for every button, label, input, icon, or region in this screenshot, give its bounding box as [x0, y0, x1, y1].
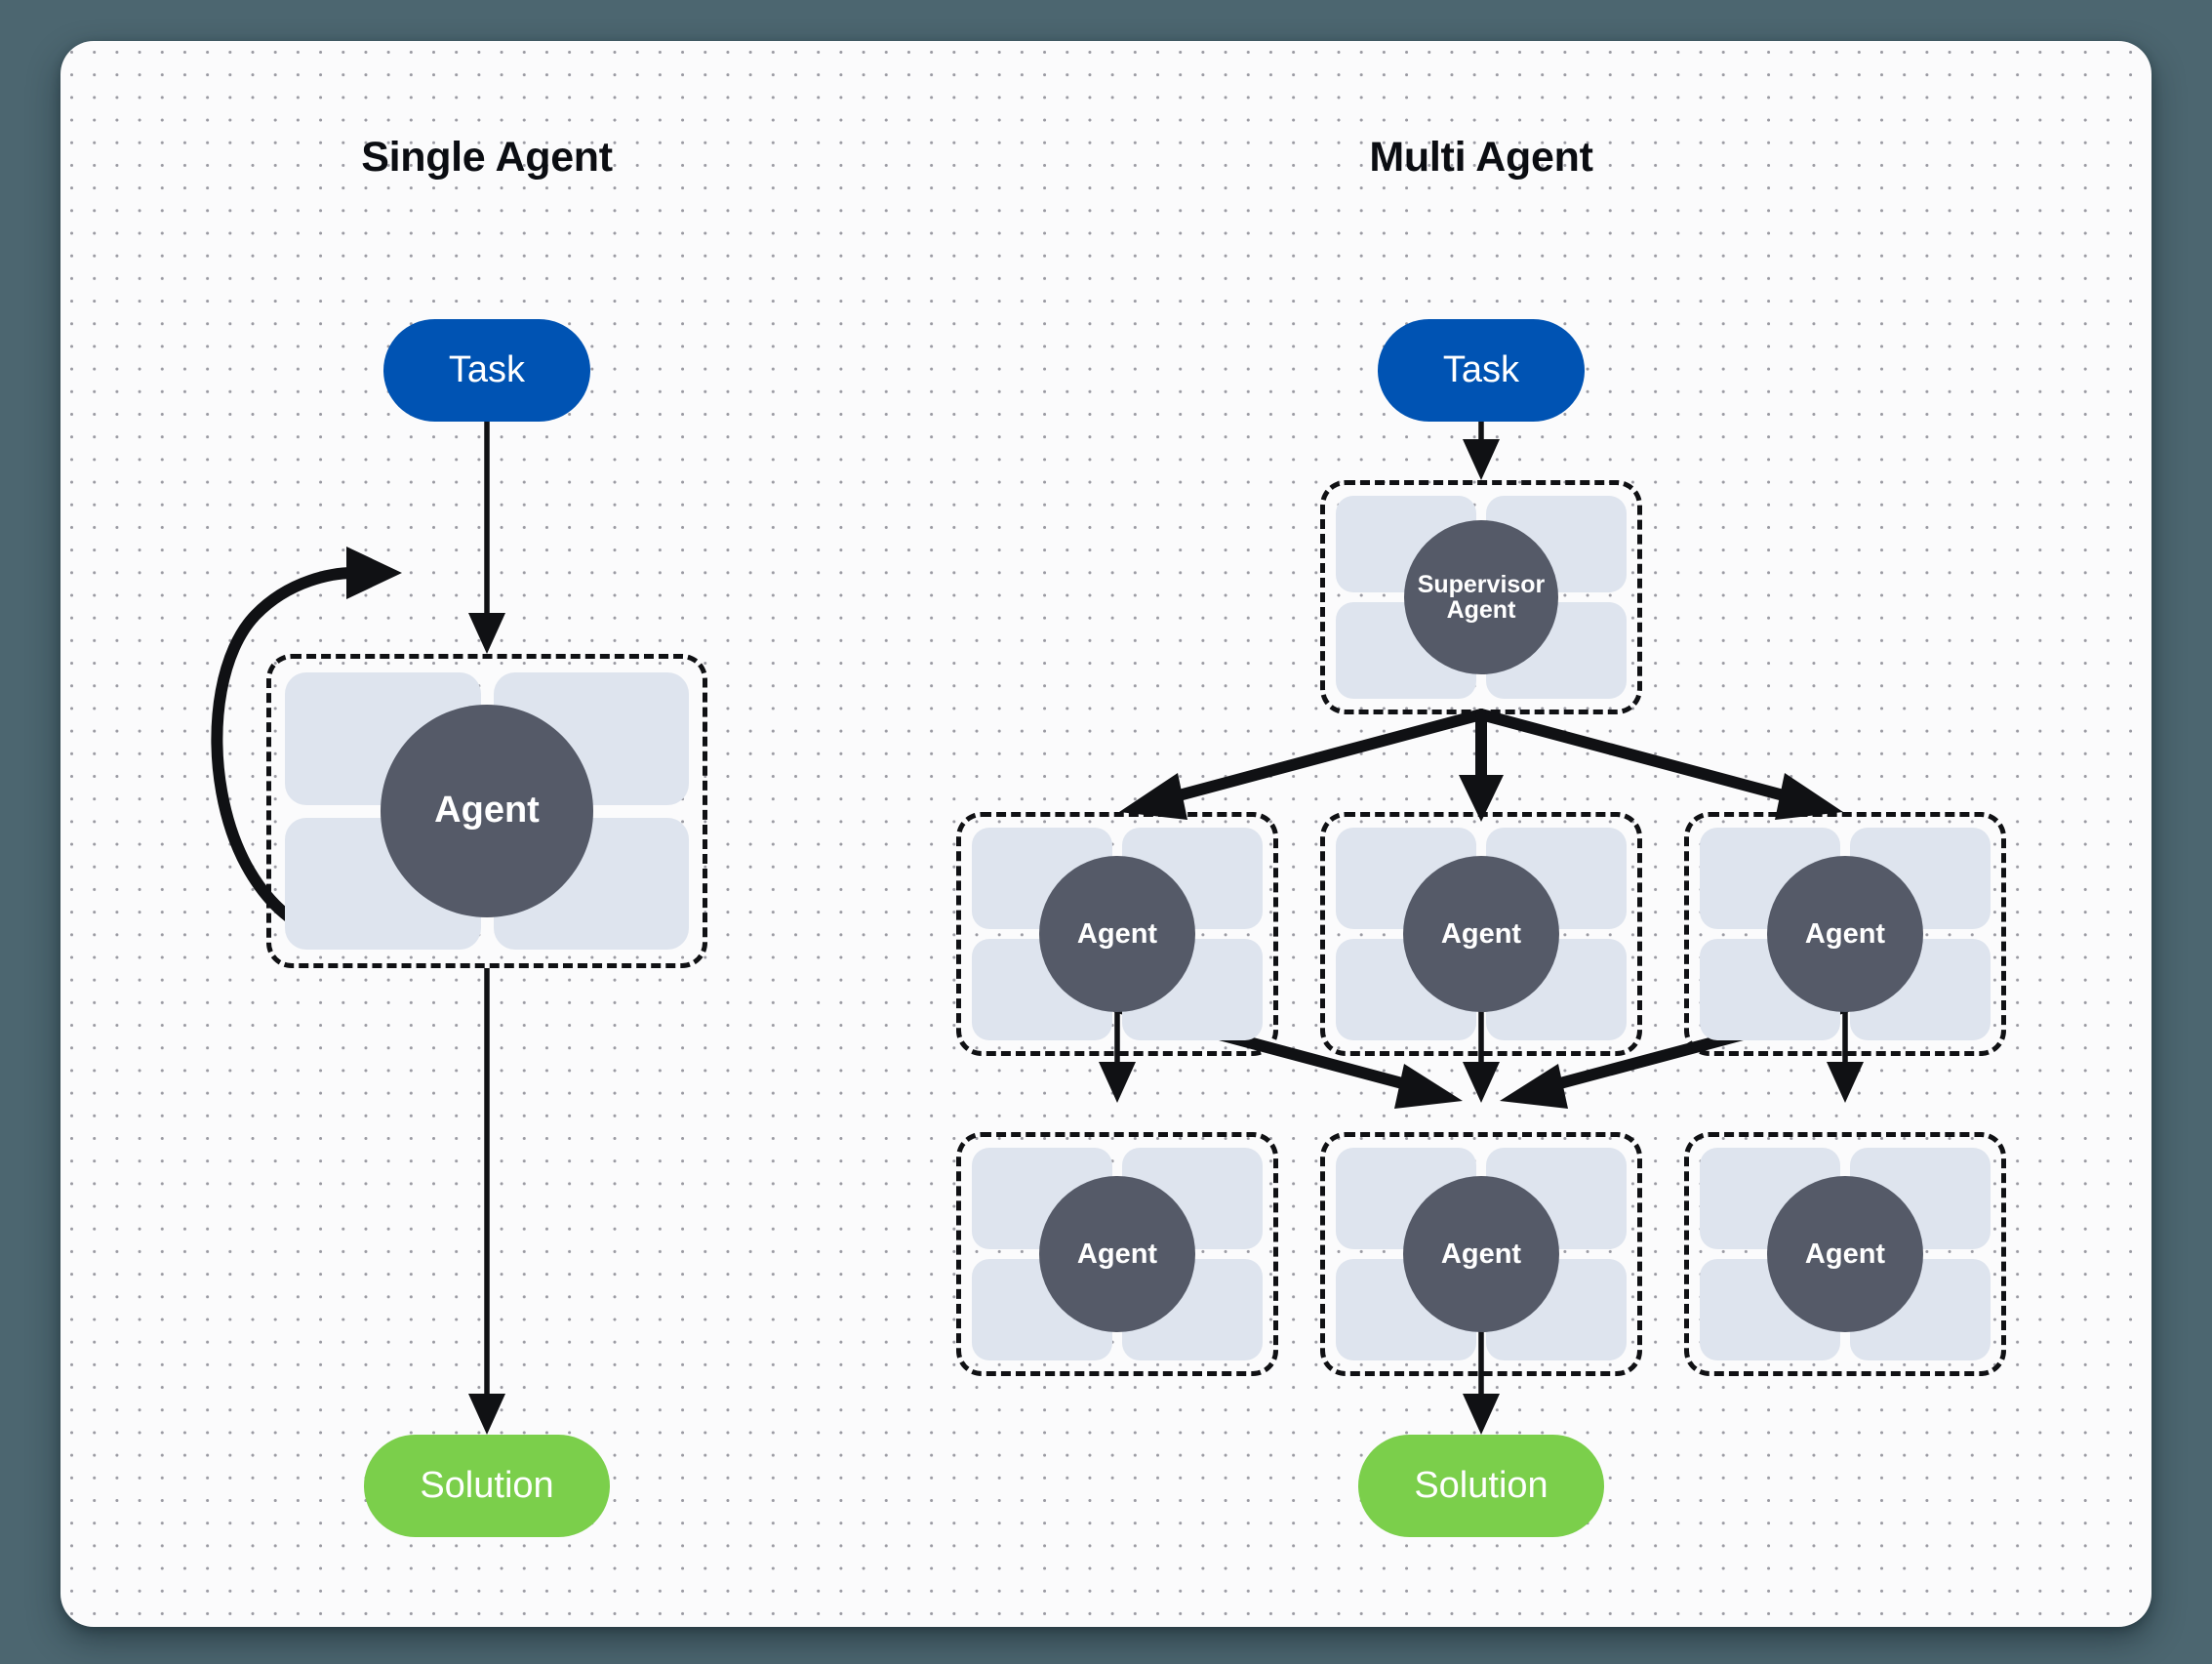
node-agent-row-two-right[interactable]: Agent — [1684, 1132, 2006, 1376]
node-agent-row-two-left[interactable]: Agent — [956, 1132, 1278, 1376]
node-agent-row-two-center[interactable]: Agent — [1320, 1132, 1642, 1376]
supervisor-label-line-1: Supervisor — [1417, 570, 1546, 598]
panel-title-multi-agent: Multi Agent — [1369, 134, 1593, 181]
node-solution-multi[interactable]: Solution — [1358, 1435, 1604, 1537]
panel-title-single-agent: Single Agent — [361, 134, 613, 181]
supervisor-core-label: Supervisor Agent — [1404, 520, 1558, 674]
agent-core-label: Agent — [1767, 856, 1923, 1012]
node-task-multi[interactable]: Task — [1378, 319, 1585, 422]
agent-core-label: Agent — [1039, 1176, 1195, 1332]
agent-core-label: Agent — [1403, 856, 1559, 1012]
node-agent-single[interactable]: Agent — [266, 654, 707, 968]
node-supervisor-agent[interactable]: Supervisor Agent — [1320, 480, 1642, 714]
edge-agent-to-solution-single — [468, 968, 505, 1435]
node-task-single[interactable]: Task — [383, 319, 590, 422]
edge-task-to-agent-single — [468, 422, 505, 654]
node-agent-row-one-left[interactable]: Agent — [956, 812, 1278, 1056]
agent-core-label: Agent — [381, 705, 593, 917]
node-agent-row-one-center[interactable]: Agent — [1320, 812, 1642, 1056]
edge-supervisor-to-row-one-right — [1475, 709, 1843, 820]
agent-core-label: Agent — [1039, 856, 1195, 1012]
edge-task-to-supervisor — [1463, 422, 1500, 480]
edge-supervisor-to-row-one-left — [1119, 709, 1487, 820]
supervisor-label-line-2: Agent — [1446, 596, 1516, 624]
agent-core-label: Agent — [1767, 1176, 1923, 1332]
node-solution-single[interactable]: Solution — [364, 1435, 610, 1537]
node-agent-row-one-right[interactable]: Agent — [1684, 812, 2006, 1056]
agent-core-label: Agent — [1403, 1176, 1559, 1332]
edge-supervisor-to-row-one-center — [1459, 709, 1504, 822]
diagram-card: Single Agent Task Agent Solution Multi A… — [60, 41, 2152, 1627]
